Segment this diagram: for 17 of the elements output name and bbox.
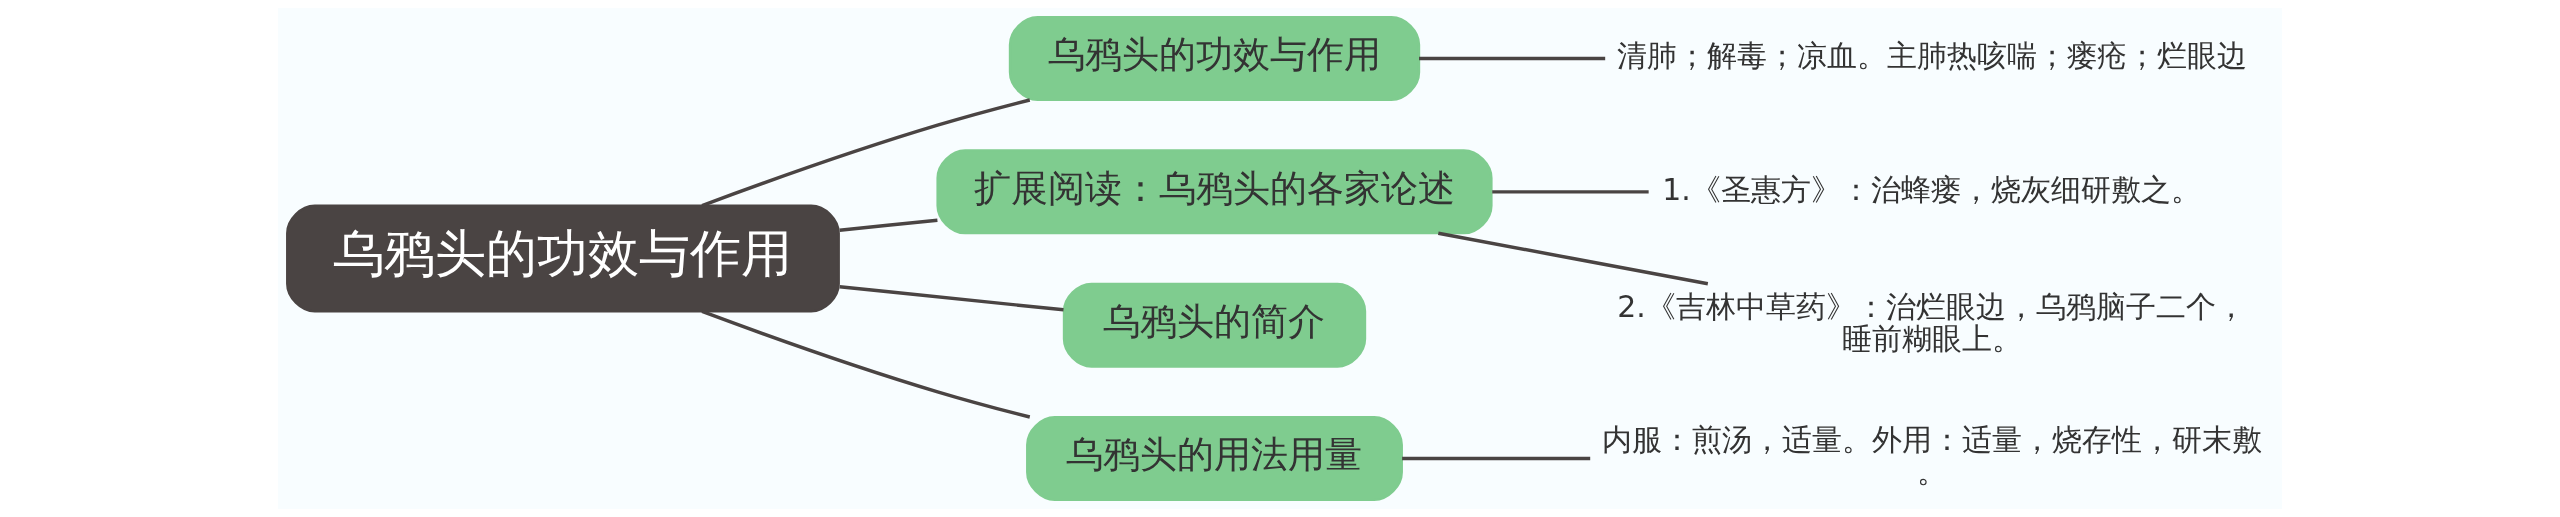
connector xyxy=(839,218,938,232)
node-box: 扩展阅读：乌鸦头的各家论述 xyxy=(936,149,1493,235)
connector xyxy=(1419,56,1606,61)
connector xyxy=(839,285,1064,312)
node-text: 2.《吉林中草药》：治烂眼边，乌鸦脑子二个，睡前糊眼上。 xyxy=(1617,288,2246,357)
connector xyxy=(701,98,1031,208)
connector xyxy=(1438,231,1709,286)
connector xyxy=(1402,456,1591,461)
connector xyxy=(1492,190,1649,194)
node-box: 乌鸦头的功效与作用 xyxy=(1008,16,1421,102)
node-text: 内服：煎汤，适量。外用：适量，烧存性，研末敷。 xyxy=(1601,422,2262,490)
node-text: 清肺；解毒；凉血。主肺热咳喘；瘘疮；烂眼边 xyxy=(1616,38,2247,74)
node-box: 乌鸦头的用法用量 xyxy=(1026,415,1403,501)
node-box: 乌鸦头的功效与作用 xyxy=(286,204,840,313)
node-box: 乌鸦头的简介 xyxy=(1062,282,1367,368)
node-text: 1.《圣惠方》：治蜂瘘，烧灰细研敷之。 xyxy=(1662,171,2201,207)
connector xyxy=(701,309,1031,419)
